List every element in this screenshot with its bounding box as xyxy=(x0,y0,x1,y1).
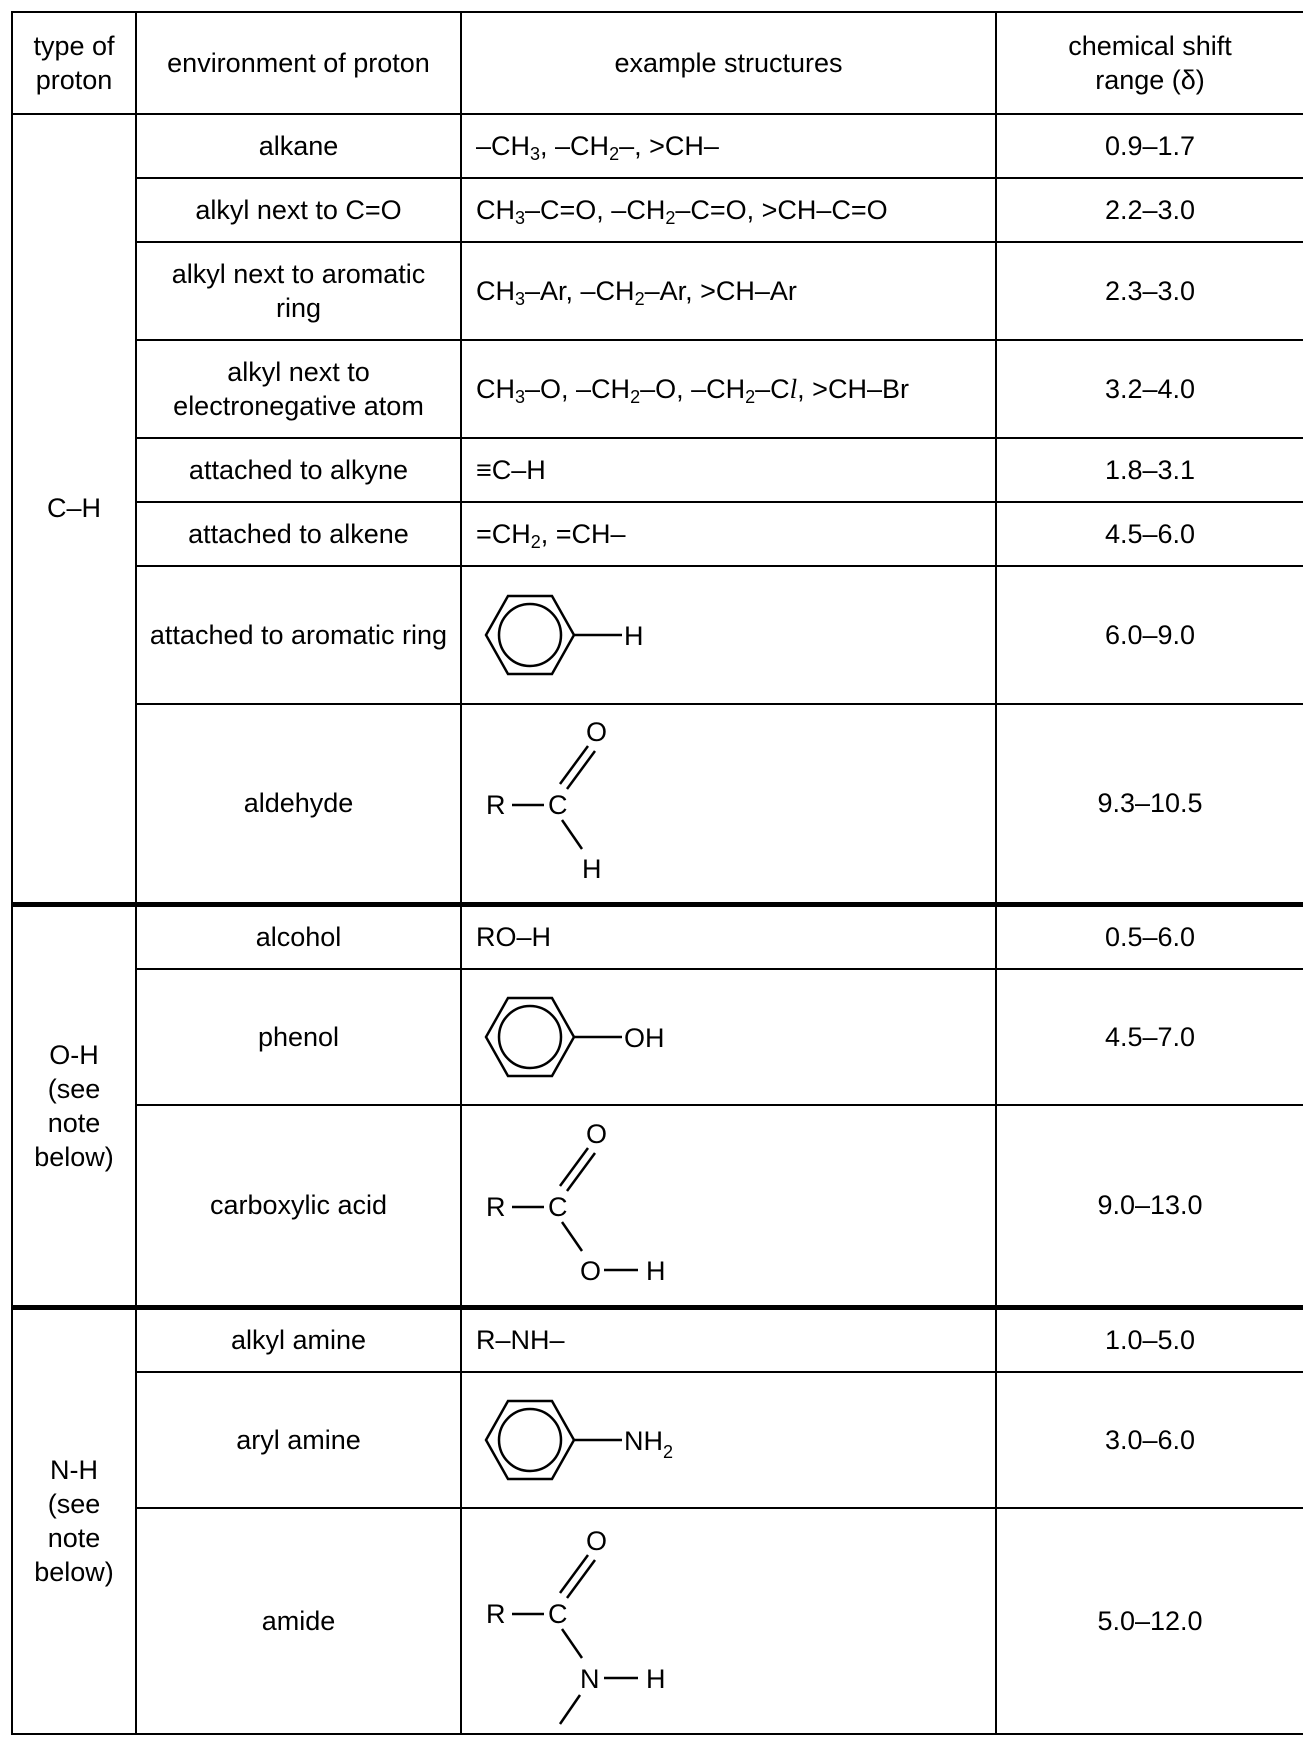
example-cell: R C O O H xyxy=(460,1104,997,1308)
shift-cell: 2.2–3.0 xyxy=(995,177,1303,243)
env-cell: attached to aromatic ring xyxy=(135,565,462,705)
atom-label: C xyxy=(548,1192,568,1222)
env-cell: aryl amine xyxy=(135,1371,462,1509)
shift-cell: 1.8–3.1 xyxy=(995,437,1303,503)
atom-label: O xyxy=(580,1256,601,1286)
atom-label: NH2 xyxy=(624,1426,673,1462)
group-label-ch: C–H xyxy=(11,113,137,905)
header-environment: environment of proton xyxy=(135,11,462,115)
shift-cell: 2.3–3.0 xyxy=(995,241,1303,341)
shift-cell: 4.5–7.0 xyxy=(995,968,1303,1106)
atom-label: OH xyxy=(624,1023,665,1053)
atom-label: H xyxy=(582,854,602,884)
row-aromatic: attached to aromatic ring H 6.0–9.0 xyxy=(12,565,1303,705)
carboxylic-acid-structure: R C O O H xyxy=(486,1119,666,1286)
atom-label: R xyxy=(486,790,506,820)
env-cell: alkane xyxy=(135,113,462,179)
row-alkyne: attached to alkyne ≡C–H 1.8–3.1 xyxy=(12,437,1303,503)
shift-cell: 0.9–1.7 xyxy=(995,113,1303,179)
aniline-structure: NH2 xyxy=(484,1399,673,1481)
aromatic-circle xyxy=(497,602,563,668)
atom-label: C xyxy=(548,1599,568,1629)
shift-cell: 3.2–4.0 xyxy=(995,339,1303,439)
example-cell: CH3–C=O, –CH2–C=O, >CH–C=O xyxy=(460,177,997,243)
row-aldehyde: aldehyde R C O H 9.3–10.5 xyxy=(12,703,1303,905)
header-examples: example structures xyxy=(460,11,997,115)
example-cell: CH3–Ar, –CH2–Ar, >CH–Ar xyxy=(460,241,997,341)
row-carboxylic-acid: carboxylic acid R C O O H 9.0–13.0 xyxy=(12,1104,1303,1308)
example-cell: R C O N H xyxy=(460,1507,997,1735)
shift-cell: 9.3–10.5 xyxy=(995,703,1303,905)
atom-label: H xyxy=(624,621,644,651)
shift-cell: 3.0–6.0 xyxy=(995,1371,1303,1509)
env-cell: alkyl next to C=O xyxy=(135,177,462,243)
example-cell: R–NH– xyxy=(460,1304,997,1373)
row-phenol: phenol OH 4.5–7.0 xyxy=(12,968,1303,1106)
shift-cell: 1.0–5.0 xyxy=(995,1304,1303,1373)
atom-label: N xyxy=(580,1664,600,1694)
shift-cell: 6.0–9.0 xyxy=(995,565,1303,705)
example-cell: NH2 xyxy=(460,1371,997,1509)
atom-label: C xyxy=(548,790,568,820)
env-cell: aldehyde xyxy=(135,703,462,905)
atom-label: R xyxy=(486,1192,506,1222)
shift-cell: 9.0–13.0 xyxy=(995,1104,1303,1308)
row-alkane: C–H alkane –CH3, –CH2–, >CH– 0.9–1.7 xyxy=(11,113,1303,905)
env-cell: attached to alkene xyxy=(135,501,462,567)
env-cell: phenol xyxy=(135,968,462,1106)
example-cell: R C O H xyxy=(460,703,997,905)
env-cell: attached to alkyne xyxy=(135,437,462,503)
env-cell: carboxylic acid xyxy=(135,1104,462,1308)
example-cell: ≡C–H xyxy=(460,437,997,503)
atom-label: H xyxy=(646,1256,666,1286)
shift-cell: 5.0–12.0 xyxy=(995,1507,1303,1735)
row-aryl-amine: aryl amine NH2 3.0–6.0 xyxy=(12,1371,1303,1509)
row-alkyl-next-to-co: alkyl next to C=O CH3–C=O, –CH2–C=O, >CH… xyxy=(12,177,1303,243)
benzene-h-structure: H xyxy=(484,594,644,676)
phenol-structure: OH xyxy=(484,996,665,1078)
example-cell: RO–H xyxy=(460,901,997,970)
example-cell: OH xyxy=(460,968,997,1106)
example-cell: =CH2, =CH– xyxy=(460,501,997,567)
env-cell: alcohol xyxy=(135,901,462,970)
amide-structure: R C O N H xyxy=(486,1526,666,1725)
shift-cell: 0.5–6.0 xyxy=(995,901,1303,970)
atom-label: H xyxy=(646,1664,666,1694)
env-cell: amide xyxy=(135,1507,462,1735)
atom-label: O xyxy=(586,1119,607,1149)
row-amide: amide R C O N H 5.0–12.0 xyxy=(12,1507,1303,1735)
atom-label: O xyxy=(586,717,607,747)
atom-label: R xyxy=(486,1599,506,1629)
aldehyde-structure: R C O H xyxy=(486,717,607,884)
atom-label: O xyxy=(586,1526,607,1556)
shift-cell: 4.5–6.0 xyxy=(995,501,1303,567)
example-cell: H xyxy=(460,565,997,705)
example-cell: –CH3, –CH2–, >CH– xyxy=(460,113,997,179)
row-alkene: attached to alkene =CH2, =CH– 4.5–6.0 xyxy=(12,501,1303,567)
env-cell: alkyl amine xyxy=(135,1304,462,1373)
example-cell: CH3–O, –CH2–O, –CH2–Cl, >CH–Br xyxy=(460,339,997,439)
